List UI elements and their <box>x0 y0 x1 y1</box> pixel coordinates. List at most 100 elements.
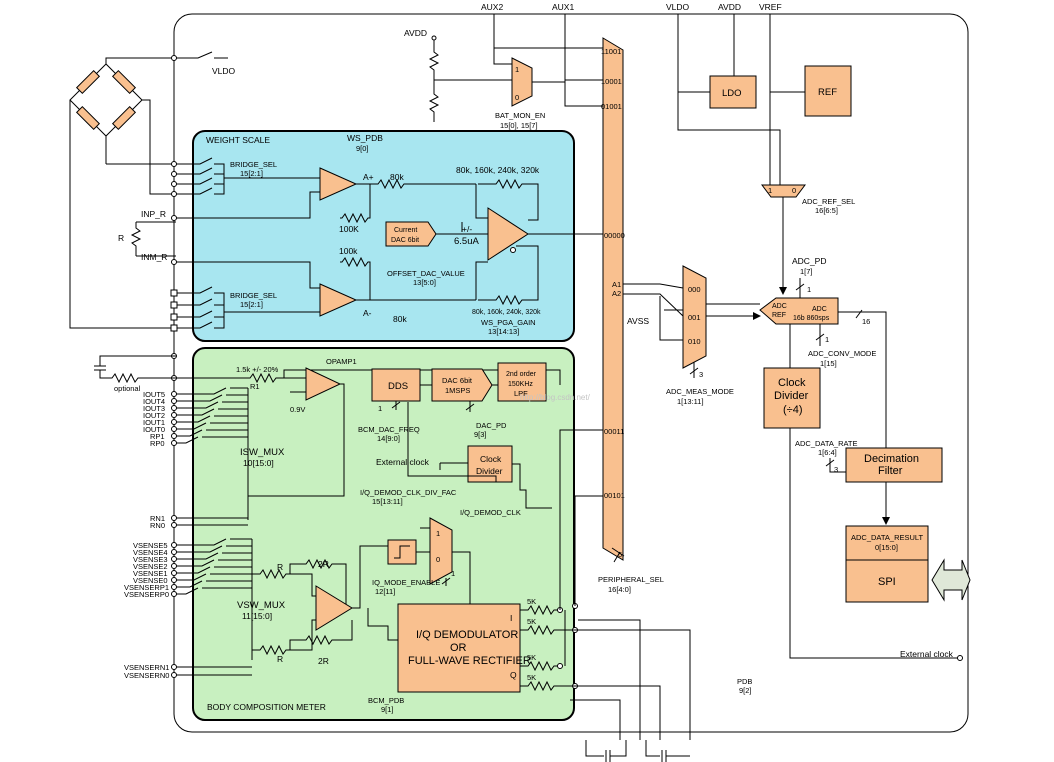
decimation-filter: ADC_DATA_RATE 1[6:4] 3 Decimation Filter <box>795 439 943 483</box>
diagram-label: DDS <box>388 381 408 392</box>
diagram-label: 001 <box>688 313 701 322</box>
diagram-label: 1 <box>515 65 519 74</box>
diagram-label: 16[6:5] <box>815 206 838 215</box>
diagram-label: +/- <box>462 224 472 234</box>
diagram-label: VSENSE0 <box>133 576 168 585</box>
adc-result-spi: ADC_DATA_RESULT 0[15:0] SPI <box>845 525 971 603</box>
diagram-label: IQ_MODE_ENABLE <box>372 578 440 587</box>
diagram-label: Divider <box>774 390 809 402</box>
diagram-label: 14[9:0] <box>377 434 400 443</box>
diagram-label: R <box>277 562 283 572</box>
diagram-label: 2R <box>318 656 329 666</box>
diagram-label: 11001 <box>601 47 621 56</box>
diagram-label: 1 <box>378 404 382 413</box>
body-composition: BODY COMPOSITION METER BCM_PDB 9[1] opti… <box>94 353 691 762</box>
diagram-label: External clock <box>900 649 954 659</box>
weight-scale: WEIGHT SCALE WS_PDB 9[0] BRIDGE_SEL 15[2… <box>118 133 603 336</box>
diagram-label: 1MSPS <box>445 386 470 395</box>
diagram-label: BCM_PDB <box>368 696 404 705</box>
diagram-label: 15[0], 15[7] <box>500 121 538 130</box>
diagram-label: AUX1 <box>552 2 574 12</box>
spi-arrow <box>931 558 971 602</box>
diagram-label: 9[1] <box>381 705 394 714</box>
diagram-label: A- <box>363 308 372 318</box>
diagram-label: PDB <box>737 677 752 686</box>
clock-divider-right: Clock Divider (÷4) External clock <box>763 324 963 661</box>
diagram-label: VREF <box>759 2 782 12</box>
diagram-label: 5K <box>527 597 536 606</box>
diagram-label: IOUT3 <box>143 404 165 413</box>
chip-outline <box>173 13 969 733</box>
diagram-label: VSENSERP1 <box>124 583 169 592</box>
diagram-label: 15[2:1] <box>240 169 263 178</box>
diagram-label: VSENSERN0 <box>124 671 169 680</box>
diagram-label: Divider <box>476 466 503 476</box>
diagram-label: REF <box>818 87 837 98</box>
diagram-label: 100k <box>339 246 358 256</box>
diagram-label: AVSS <box>627 316 649 326</box>
diagram-label: IOUT0 <box>143 425 165 434</box>
diagram-label: 1[7] <box>800 267 813 276</box>
adc-block: ADC REF ADC 16b 860sps 16 <box>759 297 890 525</box>
diagram-label: 9[0] <box>356 144 369 153</box>
diagram-label: 2nd order <box>506 371 537 378</box>
diagram-label: PERIPHERAL_SEL <box>598 575 664 584</box>
diagram-label: AVDD <box>404 28 427 38</box>
diagram-label: Filter <box>878 465 903 477</box>
diagram-label: IOUT4 <box>143 397 165 406</box>
diagram-label: 00011 <box>604 427 624 436</box>
diagram-label: 150KHz <box>508 381 533 388</box>
diagram-label: 0 <box>436 555 440 564</box>
diagram-label: RN0 <box>150 521 165 530</box>
diagram-label: 1[13:11] <box>677 397 704 406</box>
diagram-label: AVDD <box>718 2 741 12</box>
diagram-label: 5 <box>618 550 622 559</box>
diagram-label: BAT_MON_EN <box>495 111 545 120</box>
diagram-label: External clock <box>376 457 430 467</box>
diagram-label: 010 <box>688 337 701 346</box>
diagram-label: ADC <box>772 303 787 310</box>
diagram-label: R <box>118 233 124 243</box>
diagram-label: I/Q_DEMOD_CLK <box>460 508 521 517</box>
diagram-label: ADC_REF_SEL <box>802 197 855 206</box>
diagram-label: VLDO <box>212 66 236 76</box>
diagram-label: ADC_DATA_RATE <box>795 439 858 448</box>
adc-conv-mode: 1 ADC_CONV_MODE 1[15] <box>808 324 876 368</box>
diagram-label: 10001 <box>601 77 622 86</box>
diagram-label: IOUT1 <box>143 418 165 427</box>
diagram-label: A2 <box>612 289 621 298</box>
diagram-label: 16 <box>862 317 870 326</box>
diagram-label: 13[14:13] <box>488 327 519 336</box>
diagram-label: BRIDGE_SEL <box>230 160 277 169</box>
diagram-label: 5K <box>527 617 536 626</box>
diagram-label: LPF <box>514 389 528 398</box>
diagram-label: 1[15] <box>820 359 837 368</box>
diagram-label: VSENSE3 <box>133 555 168 564</box>
diagram-label: 80k, 160k, 240k, 320k <box>456 165 540 175</box>
diagram-label: 5K <box>527 653 536 662</box>
diagram-label: 00000 <box>604 231 625 240</box>
diagram-label: VSENSERP0 <box>124 590 169 599</box>
diagram-label: WS_PDB <box>347 133 383 143</box>
diagram-label: 2R <box>318 559 329 569</box>
watermark: http://blog.csdn.net/ <box>520 393 591 402</box>
diagram-label: INP_R <box>141 209 166 219</box>
diagram-label: 0 <box>792 186 796 195</box>
diagram-label: ADC_MEAS_MODE <box>666 387 734 396</box>
diagram-label: 100K <box>339 224 359 234</box>
diagram-label: I/Q DEMODULATOR <box>416 629 518 641</box>
diagram-label: 1 <box>436 529 440 538</box>
diagram-label: ADC <box>812 306 827 313</box>
diagram-label: 1[6:4] <box>818 448 837 457</box>
diagram-label: OR <box>450 642 467 654</box>
diagram-label: 1 <box>768 186 772 195</box>
diagram-label: 0[15:0] <box>875 543 898 552</box>
diagram-label: 1 <box>825 335 829 344</box>
diagram-label: 5K <box>527 673 536 682</box>
diagram-label: REF <box>772 312 786 319</box>
diagram-label: 3 <box>699 370 703 379</box>
load-cell-bridge: VLDO <box>69 51 236 329</box>
diagram-label: 16[4:0] <box>608 585 631 594</box>
diagram-label: DAC 6bit <box>442 376 473 385</box>
diagram-label: BCM_DAC_FREQ <box>358 425 420 434</box>
